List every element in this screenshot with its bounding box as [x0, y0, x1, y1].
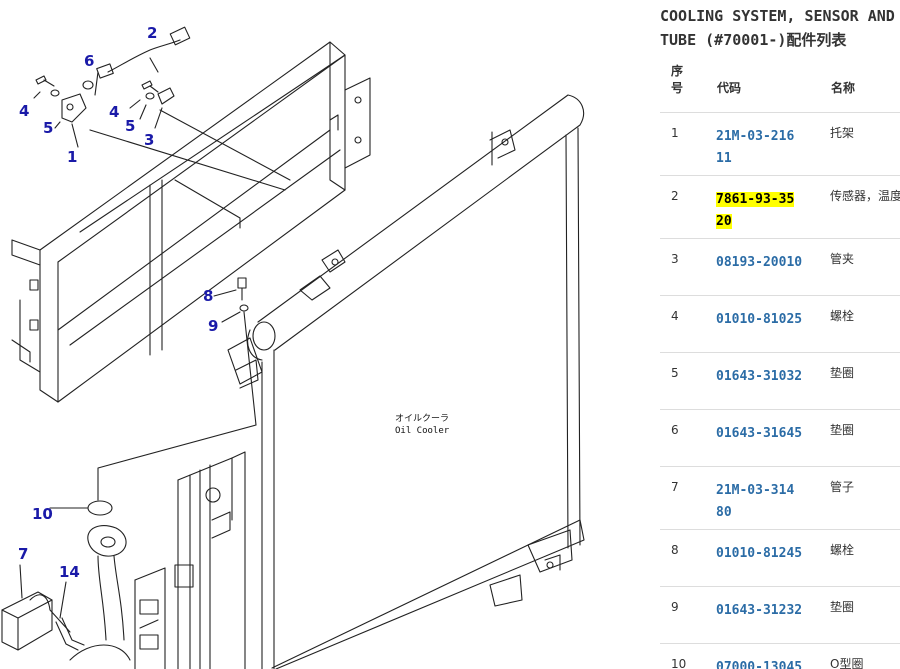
callout-10[interactable]: 10 [32, 505, 53, 523]
part-code-link[interactable]: 01643-31232 [716, 603, 803, 618]
row-index: 4 [671, 309, 679, 323]
page-title: COOLING SYSTEM, SENSOR AND TUBE (#70001-… [660, 7, 895, 49]
table-row: 2 7861-93-3520 传感器，温度 [660, 175, 900, 238]
callout-14[interactable]: 14 [59, 563, 80, 581]
row-index: 10 [671, 657, 687, 669]
oil-cooler-label-jp: オイルクーラ [395, 414, 450, 424]
part-name: 管子 [830, 480, 855, 494]
callout-4[interactable]: 4 [19, 102, 30, 120]
part-name: 螺栓 [830, 543, 855, 557]
part-name: 托架 [830, 126, 855, 140]
callout-4[interactable]: 4 [109, 103, 120, 121]
bolt-washer [213, 277, 257, 426]
callout-5[interactable]: 5 [43, 119, 54, 137]
row-index: 7 [671, 480, 679, 494]
row-index: 3 [671, 252, 679, 266]
row-index: 2 [671, 189, 679, 203]
table-row: 4 01010-81025 螺栓 [660, 295, 900, 352]
callout-6[interactable]: 6 [84, 52, 95, 70]
parts-list-panel: COOLING SYSTEM, SENSOR AND TUBE (#70001-… [650, 0, 900, 669]
row-index: 5 [671, 366, 679, 380]
part-code-highlight: 7861-93-3520 [716, 192, 795, 229]
part-name: 垫圈 [830, 600, 855, 614]
callout-7[interactable]: 7 [18, 545, 29, 563]
header-code: 代码 [717, 81, 742, 95]
table-row: 7 21M-03-31480 管子 [660, 466, 900, 529]
part-code-link[interactable]: 21M-03-21611 [716, 129, 795, 166]
header-index: 序号 [671, 64, 684, 95]
callout-9[interactable]: 9 [208, 317, 219, 335]
diagram-drawing [1, 26, 585, 669]
row-index: 9 [671, 600, 679, 614]
oil-cooler [227, 94, 585, 669]
oil-cooler-label-en: Oil Cooler [395, 426, 450, 436]
part-code-link[interactable]: 01643-31032 [716, 369, 803, 384]
callout-2[interactable]: 2 [147, 24, 158, 42]
part-code-link[interactable]: 21M-03-31480 [716, 483, 795, 520]
callout-8[interactable]: 8 [203, 287, 214, 305]
table-row: 9 01643-31232 垫圈 [660, 586, 900, 643]
part-name: 垫圈 [830, 423, 855, 437]
table-row: 5 01643-31032 垫圈 [660, 352, 900, 409]
table-row: 10 07000-13045 O型圈 [660, 643, 900, 669]
tube-oring [1, 424, 257, 661]
part-name: 传感器，温度 [830, 189, 900, 203]
sensor-parts [33, 26, 191, 148]
part-name: O型圈 [830, 657, 864, 669]
table-row: 3 08193-20010 管夹 [660, 238, 900, 295]
part-code-link[interactable]: 7861-93-3520 [716, 189, 796, 233]
callout-5[interactable]: 5 [125, 117, 136, 135]
row-index: 1 [671, 126, 679, 140]
parts-diagram: オイルクーラ Oil Cooler 2 6 4 4 5 5 3 1 8 9 10… [1, 24, 585, 669]
table-row: 8 01010-81245 螺栓 [660, 529, 900, 586]
callout-3[interactable]: 3 [144, 131, 155, 149]
table-row: 1 21M-03-21611 托架 [660, 112, 900, 175]
lower-frame [134, 451, 246, 669]
part-name: 垫圈 [830, 366, 855, 380]
part-code-link[interactable]: 07000-13045 [716, 660, 803, 669]
row-index: 6 [671, 423, 679, 437]
part-name: 螺栓 [830, 309, 855, 323]
header-name: 名称 [831, 81, 856, 95]
table-row: 6 01643-31645 垫圈 [660, 409, 900, 466]
part-code-link[interactable]: 08193-20010 [716, 255, 803, 270]
row-index: 8 [671, 543, 679, 557]
part-code-link[interactable]: 01010-81245 [716, 546, 803, 561]
callout-1[interactable]: 1 [67, 148, 78, 166]
part-code-link[interactable]: 01643-31645 [716, 426, 803, 441]
part-name: 管夹 [830, 252, 855, 266]
upper-frame [11, 41, 371, 403]
part-code-link[interactable]: 01010-81025 [716, 312, 803, 327]
